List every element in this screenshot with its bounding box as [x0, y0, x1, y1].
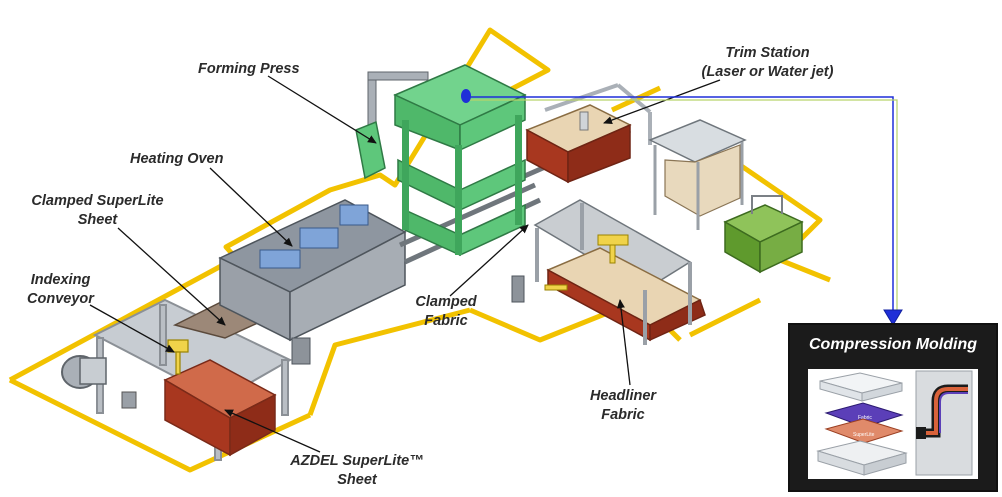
azdel-sheet-stack: [163, 359, 277, 457]
fabric-rack: [648, 119, 747, 230]
leader-azdel-sheet: [224, 409, 321, 453]
label-headliner-fabric: Headliner Fabric: [589, 388, 657, 423]
headliner-station: [511, 199, 706, 345]
compression-molding-illustration: Fabric SuperLite: [808, 369, 978, 479]
leader-indexing-conveyor: [89, 304, 175, 353]
leader-clamped-fabric: [449, 224, 529, 297]
conveyor-motor: [61, 355, 107, 389]
superlite-layer-text: SuperLite: [853, 432, 875, 438]
press-control-arm: [355, 71, 429, 180]
forming-press: [393, 64, 527, 257]
label-heating-oven: Heating Oven: [130, 151, 224, 167]
compression-molding-title: Compression Molding: [809, 336, 977, 353]
label-trim-station: Trim Station (Laser or Water jet): [701, 45, 834, 80]
leader-trim-station: [603, 79, 721, 124]
leader-clamped-superlite: [117, 227, 226, 326]
leader-lines: [89, 75, 721, 453]
mold-top: [819, 372, 903, 402]
leader-heating-oven: [209, 167, 293, 247]
label-clamped-fabric: Clamped Fabric: [415, 294, 477, 329]
heating-oven: [218, 199, 407, 365]
leader-headliner-fabric: [616, 299, 631, 386]
label-indexing-conveyor: Indexing Conveyor: [27, 272, 94, 307]
fabric-layer-text: Fabric: [858, 415, 872, 421]
control-box: [121, 391, 137, 409]
label-forming-press: Forming Press: [198, 61, 300, 77]
cross-section: [915, 370, 973, 476]
label-clamped-superlite-sheet: Clamped SuperLite Sheet: [31, 193, 164, 228]
press-to-molding-connector: [468, 96, 903, 326]
mold-bottom: [816, 440, 908, 476]
green-bin: [723, 195, 804, 274]
mold-diagram: Fabric SuperLite: [816, 370, 973, 476]
leader-forming-press: [267, 75, 377, 144]
compression-molding-panel: Compression Molding Fabric SuperLite: [788, 323, 998, 492]
label-azdel-superlite-sheet: AZDEL SuperLite™ Sheet: [290, 453, 424, 488]
connector-origin-dot: [461, 89, 471, 103]
superlite-layer: [824, 418, 904, 444]
